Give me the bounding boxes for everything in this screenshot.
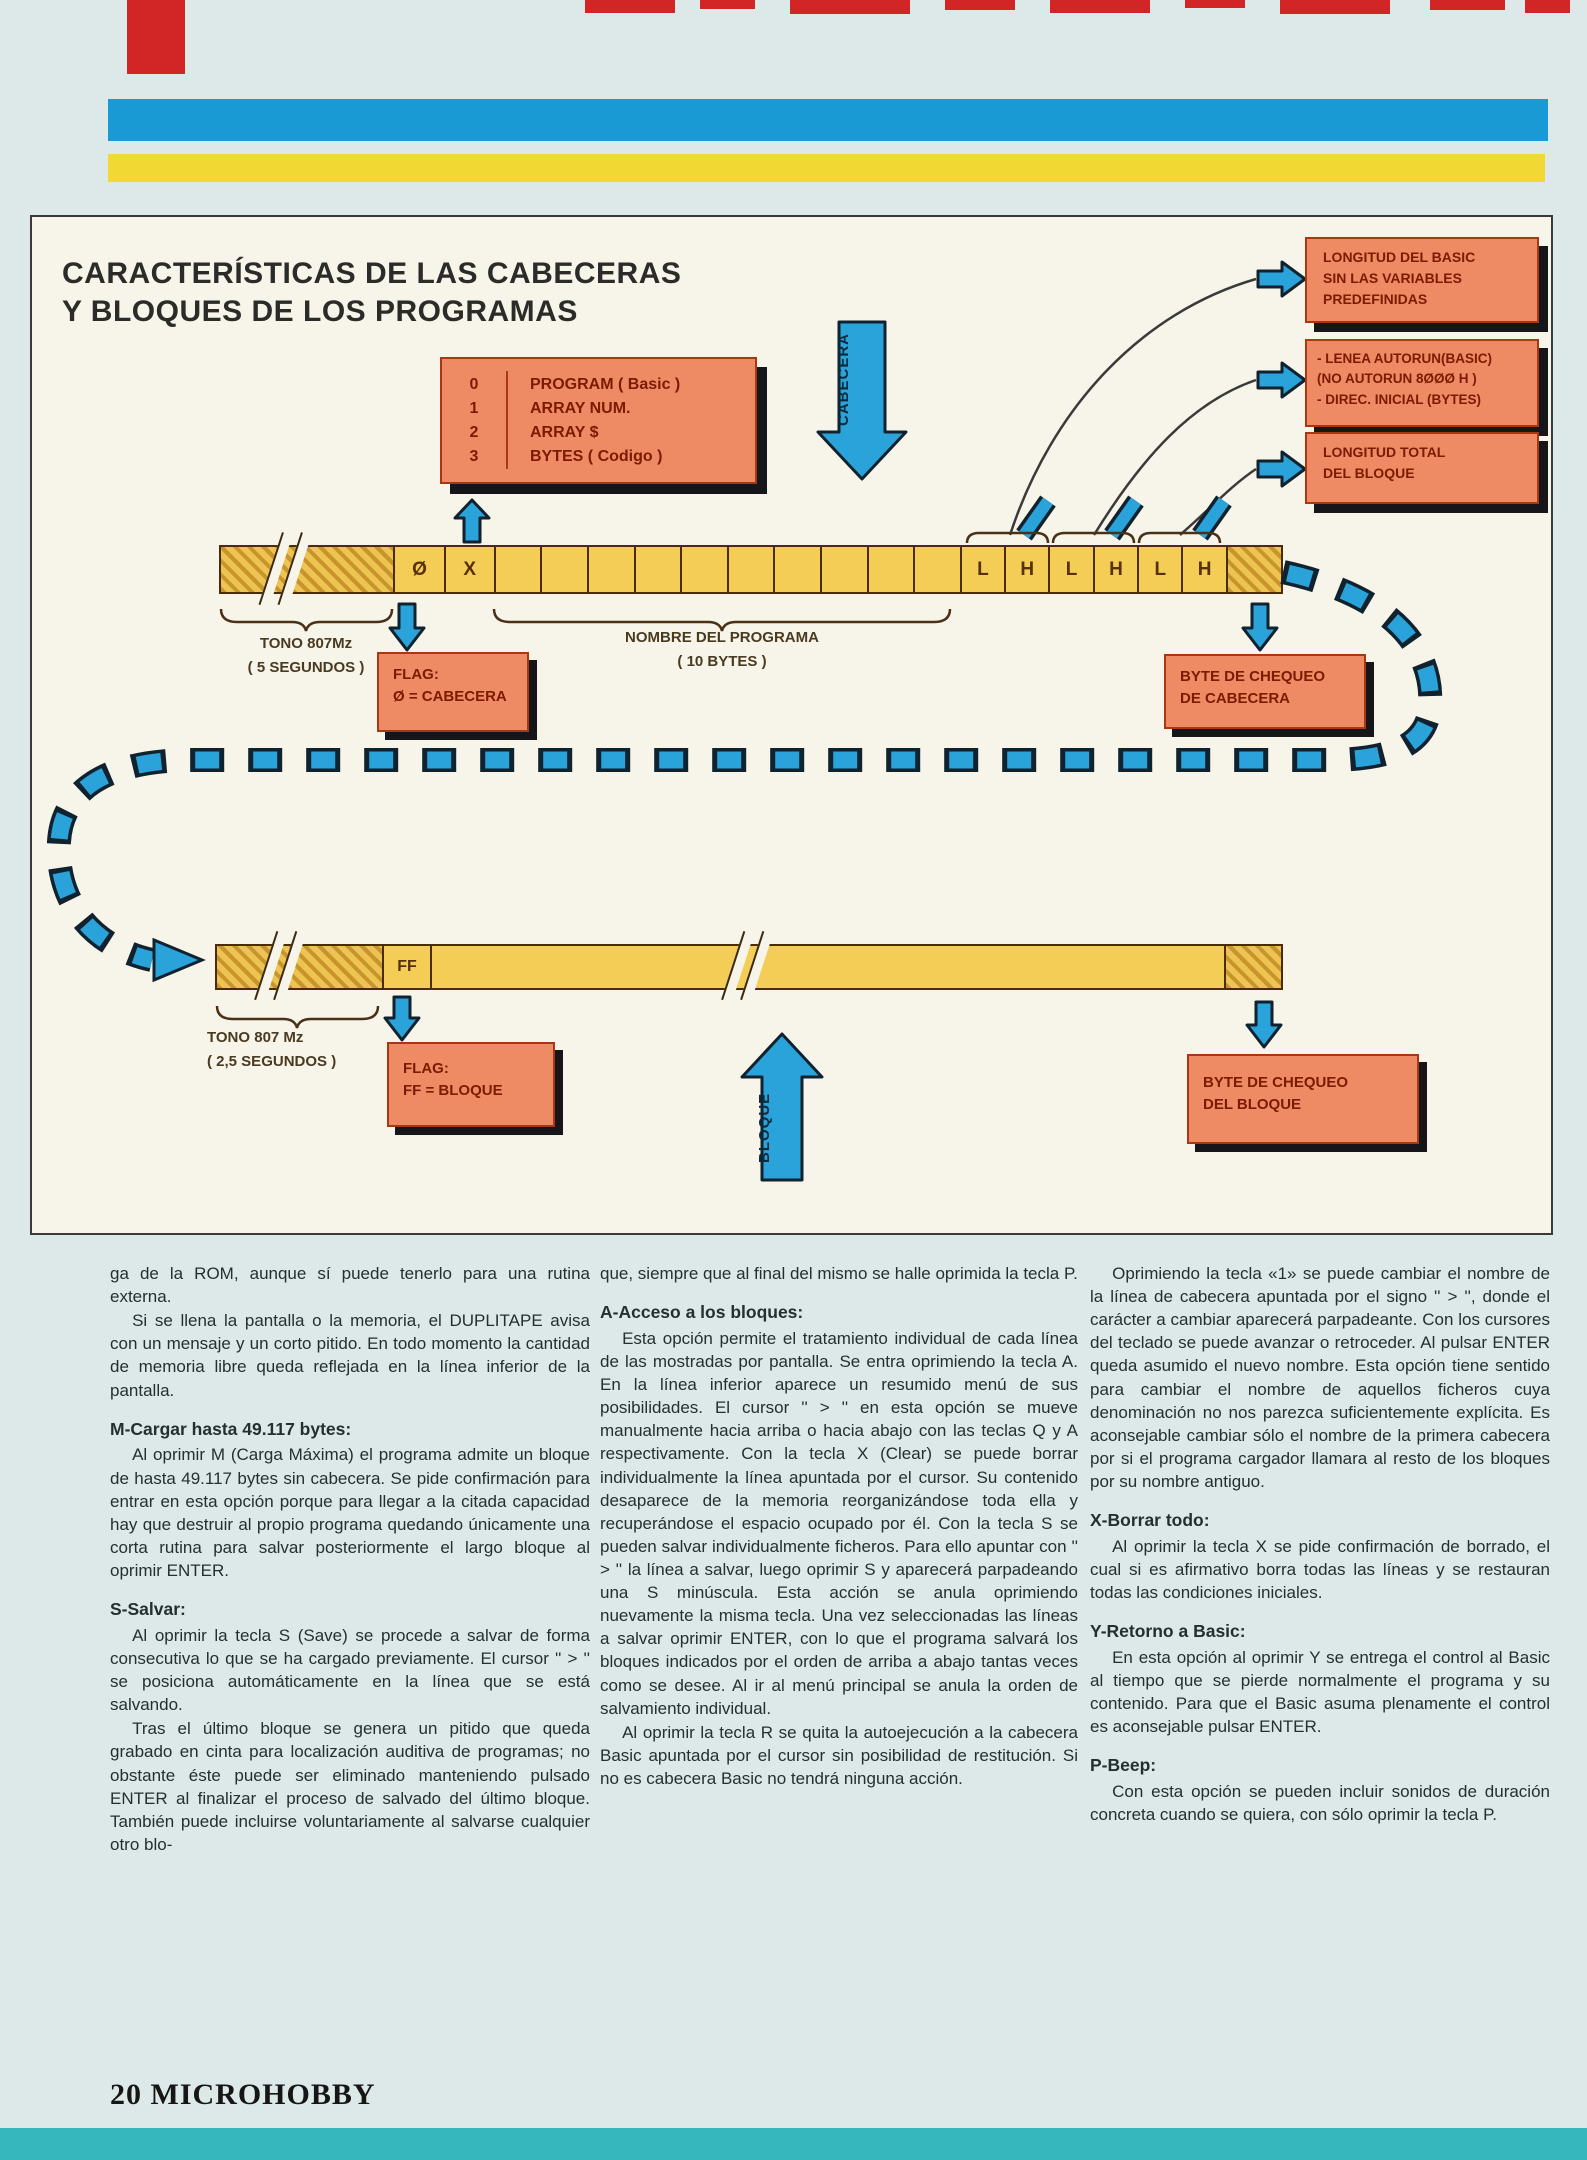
length-total-box: LONGITUD TOTAL DEL BLOQUE [1305,432,1539,504]
name-byte-cell [726,547,774,592]
body-paragraph: Al oprimir la tecla R se quita la autoej… [600,1722,1078,1788]
box-line: DEL BLOQUE [1323,465,1415,481]
top-edge-print-artifact [0,0,1587,20]
section-heading: P-Beep: [1090,1755,1157,1776]
article-column-1: ga de la ROM, aunque sí puede tenerlo pa… [110,1262,590,1857]
lh-cell: H [1092,547,1137,592]
box-line: LONGITUD DEL BASIC [1323,249,1476,265]
ff-flag-cell: FF [382,946,430,988]
lh-cell: H [1181,547,1225,592]
body-paragraph: ga de la ROM, aunque sí puede tenerlo pa… [110,1264,590,1307]
page-footer: 20 MICROHOBBY [110,2078,376,2111]
tape-break-mark [254,931,306,1003]
box-line: - LENEA AUTORUN(BASIC) [1317,351,1492,366]
yellow-rule-bar [108,154,1545,182]
program-name-label: NOMBRE DEL PROGRAMA ( 10 BYTES ) [625,629,819,670]
body-paragraph: Al oprimir la tecla X se pide confirmaci… [1090,1536,1550,1603]
lh-cell: H [1004,547,1048,592]
diagram-panel: CARACTERÍSTICAS DE LAS CABECERAS Y BLOQU… [30,215,1553,1235]
body-paragraph: Al oprimir la tecla S (Save) se procede … [110,1625,590,1715]
name-byte-cell [680,547,727,592]
name-byte-cell [819,547,867,592]
lh-cell: L [959,547,1004,592]
top-left-print-artifact [127,0,185,74]
body-paragraph: Con esta opción se pueden incluir sonido… [1090,1782,1550,1825]
diagram-title: CARACTERÍSTICAS DE LAS CABECERAS Y BLOQU… [62,257,682,328]
type-byte-cell: X [443,547,494,592]
body-paragraph: Oprimiendo la tecla «1» se puede cambiar… [1090,1264,1550,1491]
bottom-rule-bar [0,2128,1587,2160]
body-paragraph: Tras el último bloque se genera un pitid… [110,1719,590,1854]
name-byte-cell [773,547,820,592]
lh-cell: L [1048,547,1092,592]
body-paragraph: Esta opción permite el tratamiento indiv… [600,1328,1078,1718]
name-cells [493,547,960,592]
checksum-segment [1224,946,1281,988]
lh-cell: L [1137,547,1181,592]
section-heading: Y-Retorno a Basic: [1090,1621,1246,1642]
tone2-label: TONO 807 Mz ( 2,5 SEGUNDOS ) [207,1029,337,1070]
article-column-3: Oprimiendo la tecla «1» se puede cambiar… [1090,1262,1550,1827]
article-column-2: que, siempre que al final del mismo se h… [600,1262,1078,1791]
cabecera-arrow-label: CABECERA [835,332,852,426]
section-heading: S-Salvar: [110,1599,186,1620]
box-line: LONGITUD TOTAL [1323,444,1446,460]
body-paragraph: En esta opción al oprimir Y se entrega e… [1090,1648,1550,1737]
name-byte-cell [587,547,634,592]
flag-header-box: FLAG: Ø = CABECERA [377,652,529,732]
name-byte-cell [913,547,960,592]
flag-byte-cell: Ø [393,547,443,592]
section-heading: M-Cargar hasta 49.117 bytes: [110,1418,352,1439]
tone1-label: TONO 807Mz ( 5 SEGUNDOS ) [247,635,365,676]
tape-break-mark [258,532,312,608]
tape-break-mark [721,931,773,1003]
flag-block-box: FLAG: FF = BLOQUE [387,1042,555,1127]
autorun-box: - LENEA AUTORUN(BASIC) (NO AUTORUN 8ØØØ H… [1305,339,1539,427]
blue-rule-bar [108,99,1548,141]
section-heading: A-Acceso a los bloques: [600,1302,804,1323]
box-line: (NO AUTORUN 8ØØØ H ) [1317,371,1477,387]
name-byte-cell [866,547,914,592]
name-byte-cell [540,547,587,592]
bloque-arrow-label: BLOQUE [756,1092,773,1164]
body-paragraph: que, siempre que al final del mismo se h… [600,1264,1078,1283]
header-tape-strip: Ø X L H L H L H [219,545,1283,594]
box-line: - DIREC. INICIAL (BYTES) [1317,391,1482,407]
box-line: SIN LAS VARIABLES [1323,270,1462,286]
length-basic-box: LONGITUD DEL BASIC SIN LAS VARIABLES PREDE… [1305,237,1539,323]
diagram-graphics [46,260,1443,1182]
name-byte-cell [493,547,541,592]
box-line: PREDEFINIDAS [1323,291,1428,307]
block-checksum-box: BYTE DE CHEQUEO DEL BLOQUE [1187,1054,1419,1144]
section-heading: X-Borrar todo: [1090,1510,1210,1531]
header-checksum-box: BYTE DE CHEQUEO DE CABECERA [1164,654,1366,729]
name-byte-cell [633,547,681,592]
tone-segment [221,547,394,592]
checksum-segment [1225,547,1281,592]
body-paragraph: Si se llena la pantalla o la memoria, el… [110,1311,590,1400]
data-segment [430,946,1224,988]
body-paragraph: Al oprimir M (Carga Máxima) el programa … [110,1445,590,1580]
